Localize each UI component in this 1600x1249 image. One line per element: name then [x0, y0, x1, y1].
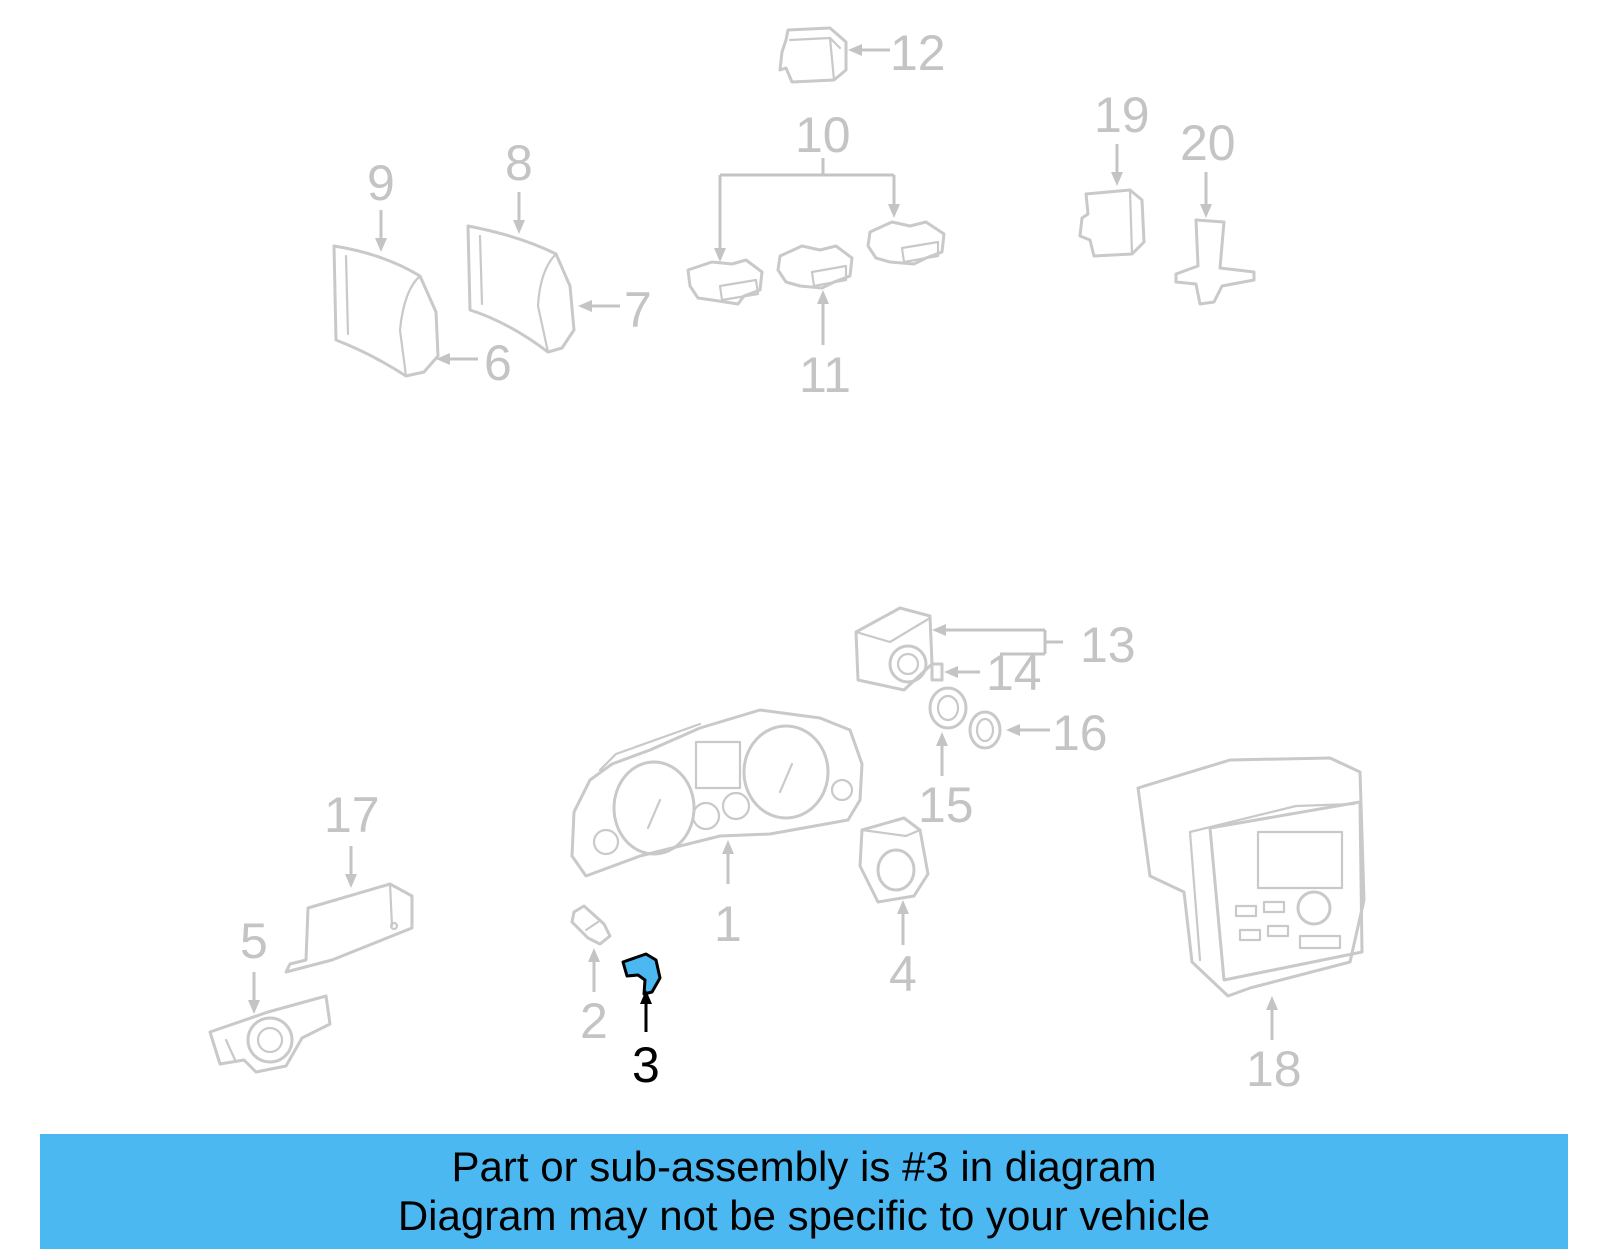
callout-2[interactable]: 2: [580, 993, 608, 1049]
arrowhead-9: [375, 238, 387, 252]
part-4[interactable]: [858, 816, 930, 904]
part-16[interactable]: [968, 710, 1002, 750]
part-10b[interactable]: [866, 220, 946, 266]
callout-4[interactable]: 4: [889, 946, 917, 1002]
callout-14[interactable]: 14: [986, 645, 1042, 701]
callout-9[interactable]: 9: [367, 155, 395, 211]
part-18[interactable]: [1136, 756, 1366, 998]
banner-line-1: Part or sub-assembly is #3 in diagram: [451, 1143, 1157, 1190]
arrowhead-1: [722, 840, 734, 854]
part-10a[interactable]: [686, 258, 764, 306]
callout-6[interactable]: 6: [484, 335, 512, 391]
callout-8[interactable]: 8: [505, 135, 533, 191]
arrowhead-14: [944, 666, 958, 678]
arrowhead-5: [248, 1000, 260, 1014]
arrowhead-6: [436, 353, 450, 365]
part-8[interactable]: [466, 224, 576, 354]
arrowhead-4: [897, 900, 909, 914]
callout-13[interactable]: 13: [1080, 617, 1136, 673]
part-12[interactable]: [778, 26, 848, 84]
part-19[interactable]: [1078, 188, 1146, 258]
callout-5[interactable]: 5: [240, 913, 268, 969]
callout-15[interactable]: 15: [918, 777, 974, 833]
arrowhead-8: [513, 220, 525, 234]
part-9[interactable]: [332, 244, 440, 378]
info-banner: Part or sub-assembly is #3 in diagram Di…: [40, 1134, 1568, 1249]
part-5[interactable]: [208, 994, 332, 1074]
callout-17[interactable]: 17: [324, 787, 380, 843]
part-15[interactable]: [928, 686, 968, 730]
callout-20[interactable]: 20: [1180, 115, 1236, 171]
callout-11[interactable]: 11: [799, 347, 851, 403]
leader-10: [718, 158, 896, 250]
callout-3[interactable]: 3: [632, 1037, 660, 1093]
callout-7[interactable]: 7: [624, 282, 652, 338]
arrowhead-3: [640, 990, 652, 1004]
callout-16[interactable]: 16: [1052, 705, 1108, 761]
arrowhead-13: [932, 624, 946, 636]
arrowhead-7: [578, 300, 592, 312]
callout-1[interactable]: 1: [714, 896, 742, 952]
part-17[interactable]: [284, 882, 414, 974]
arrowhead-10b: [888, 204, 900, 218]
arrowhead-20: [1200, 204, 1212, 218]
part-13[interactable]: [854, 606, 934, 692]
arrowhead-19: [1111, 172, 1123, 186]
arrowhead-12: [848, 44, 862, 56]
arrowhead-16: [1006, 724, 1020, 736]
arrowhead-17: [345, 874, 357, 888]
callout-19[interactable]: 19: [1094, 87, 1150, 143]
part-20[interactable]: [1174, 218, 1256, 306]
callout-18[interactable]: 18: [1246, 1041, 1302, 1097]
arrowhead-11: [817, 290, 829, 304]
part-3[interactable]: [621, 952, 662, 996]
part-2[interactable]: [570, 904, 612, 946]
arrowhead-10a: [714, 248, 726, 262]
part-11[interactable]: [776, 244, 854, 290]
arrowhead-15: [936, 732, 948, 746]
arrowhead-18: [1266, 996, 1278, 1010]
callout-12[interactable]: 12: [890, 25, 946, 81]
arrowhead-2: [588, 948, 600, 962]
leader-13: [944, 628, 1063, 656]
part-1[interactable]: [570, 708, 864, 878]
callout-10[interactable]: 10: [795, 107, 851, 163]
banner-line-2: Diagram may not be specific to your vehi…: [397, 1192, 1211, 1239]
part-14[interactable]: [930, 662, 944, 682]
